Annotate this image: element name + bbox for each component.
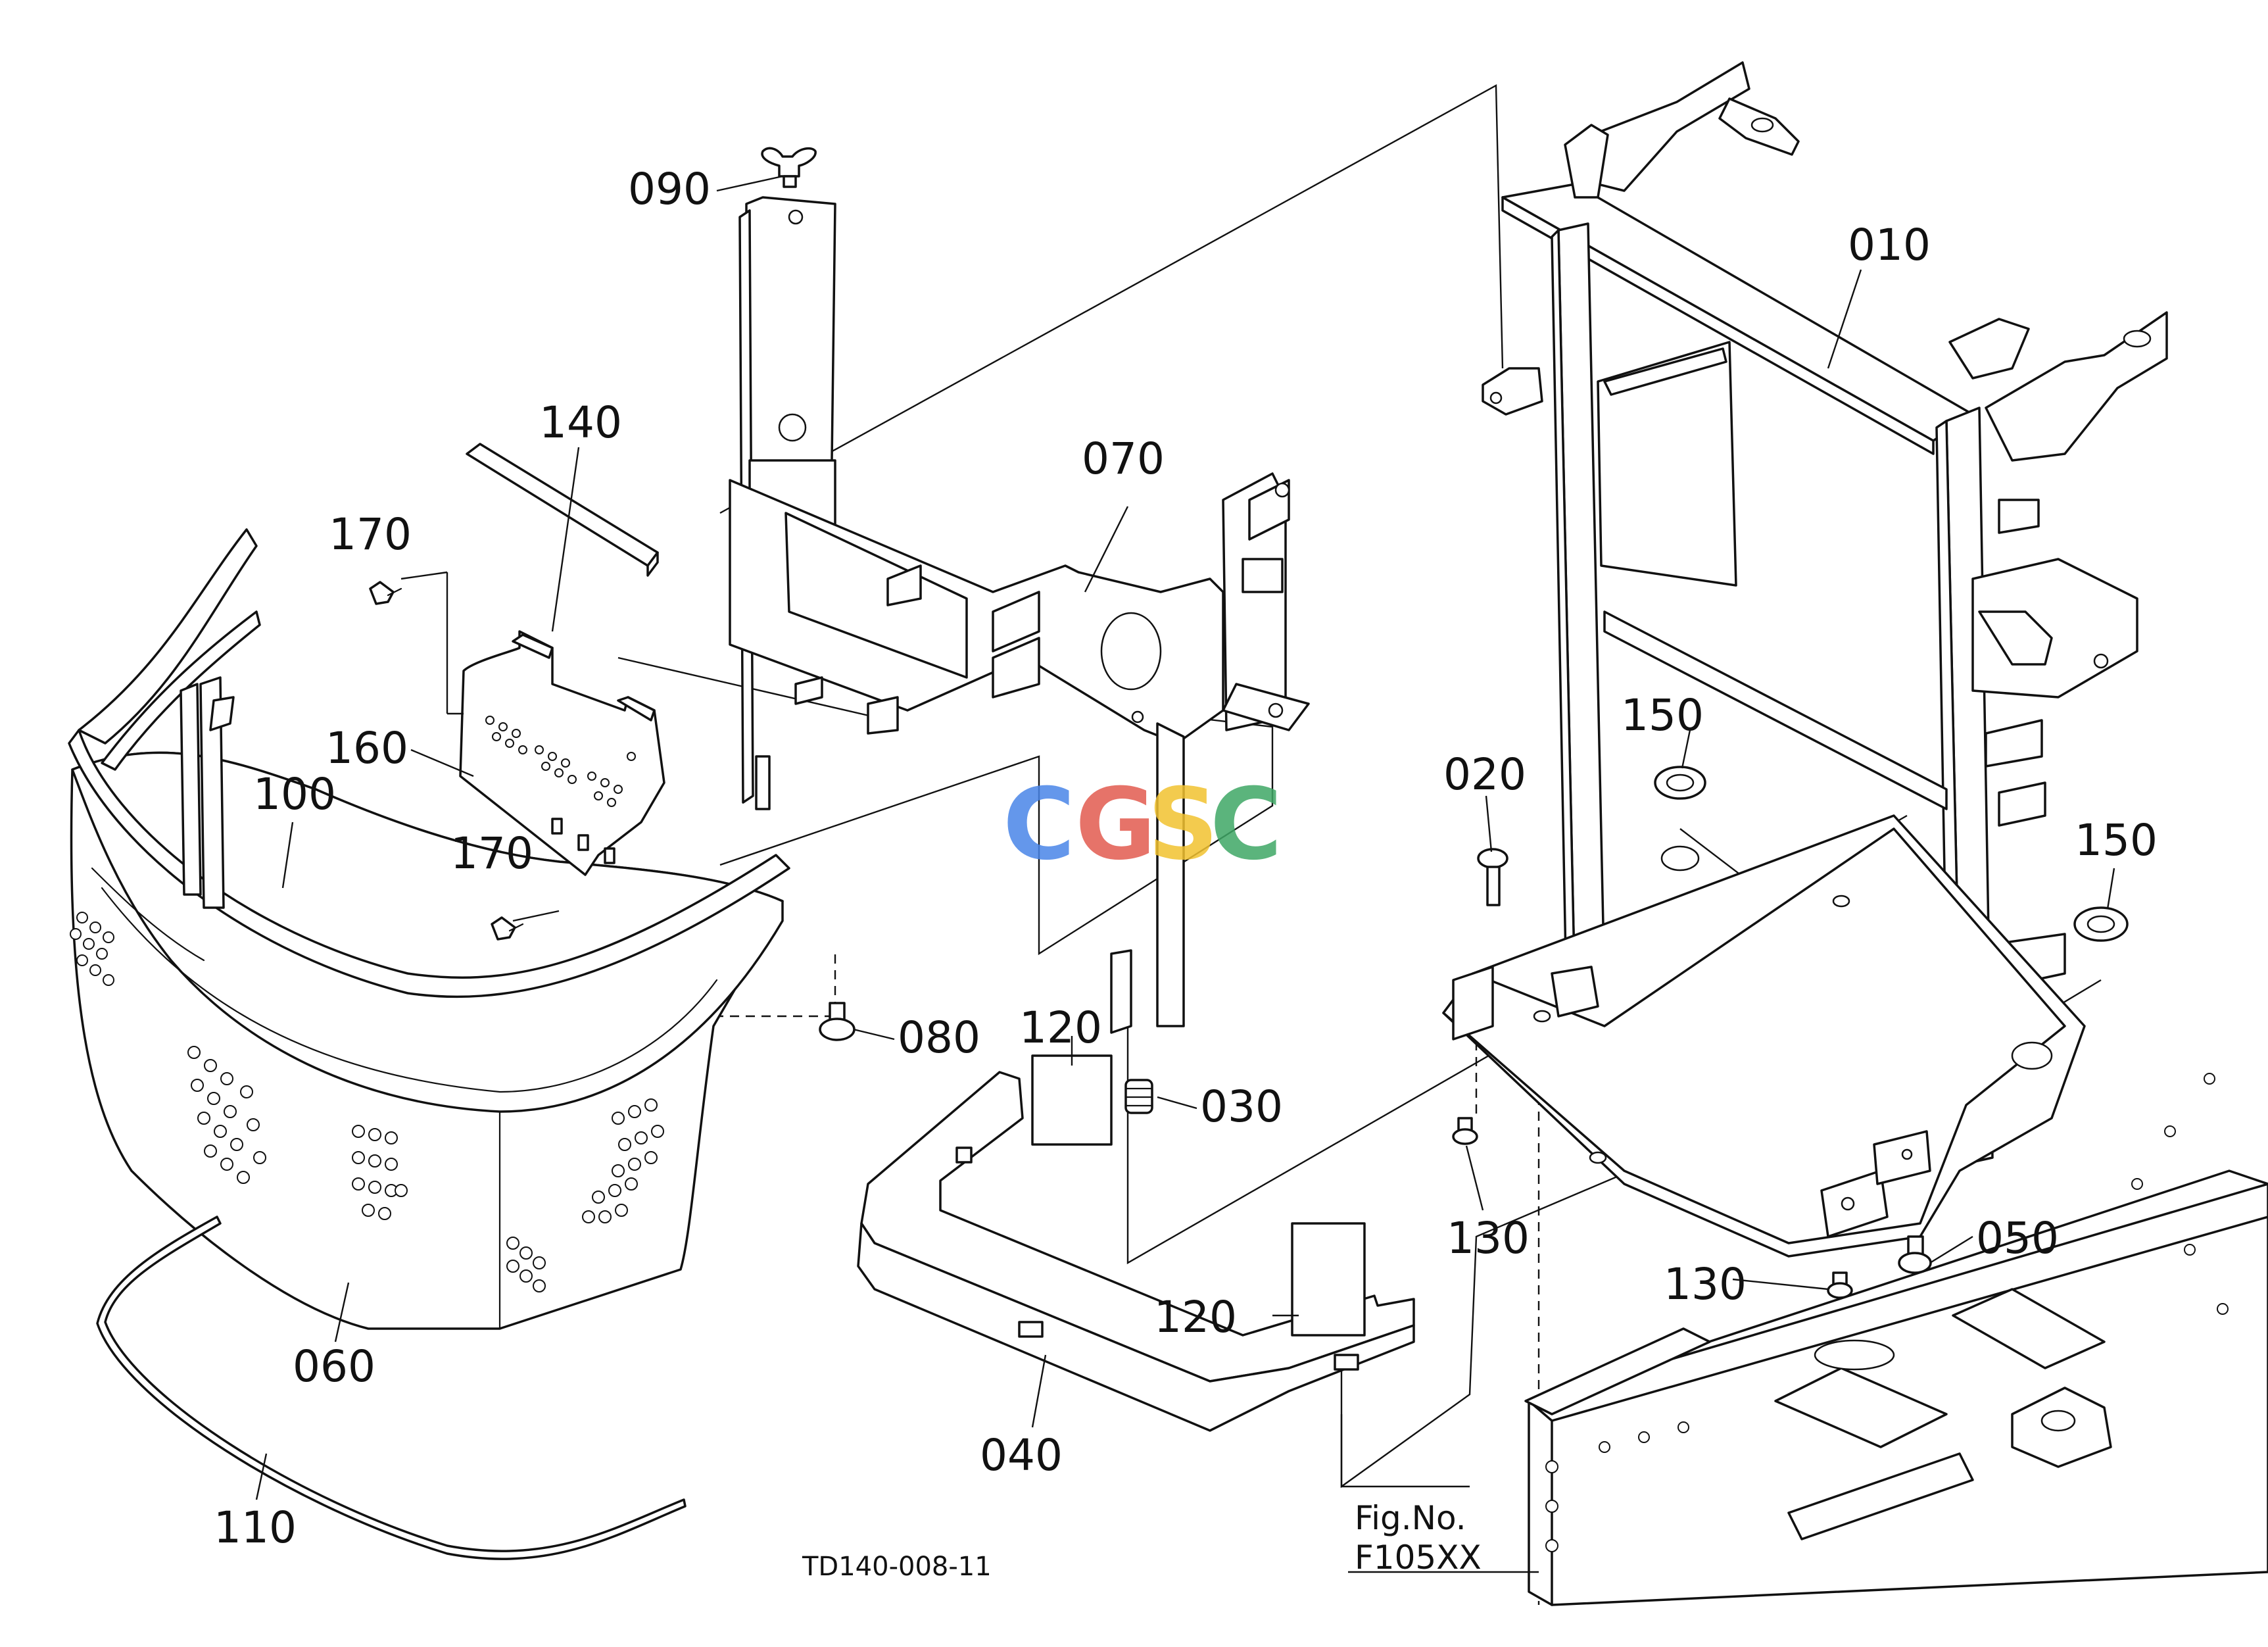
label-040: 040 — [980, 1430, 1063, 1481]
label-060: 060 — [293, 1341, 375, 1392]
lower-tray-040 — [857, 1054, 1415, 1432]
label-020: 020 — [1443, 749, 1526, 800]
watermark-letter-4: C — [1210, 768, 1282, 882]
watermark-letter-2: G — [1075, 768, 1156, 882]
part-labels: 090 010 070 140 170 160 100 170 080 120 … — [214, 164, 2158, 1553]
seal-140 — [466, 443, 659, 577]
label-030: 030 — [1200, 1081, 1283, 1132]
cover-perforations — [485, 716, 636, 807]
watermark-letter-3: S — [1147, 768, 1218, 882]
watermark-letter-1: C — [1003, 768, 1075, 882]
chassis-frame — [1524, 1073, 2268, 1606]
center-bracket-070 — [729, 196, 1310, 1034]
label-090: 090 — [628, 164, 711, 214]
label-150a: 150 — [1621, 690, 1704, 741]
wing-nut-090 — [761, 147, 817, 188]
drawing-code: TD140-008-11 — [802, 1552, 992, 1582]
label-070: 070 — [1082, 433, 1165, 484]
spring-030 — [1124, 1079, 1153, 1114]
label-050: 050 — [1976, 1213, 2059, 1264]
label-170a: 170 — [329, 509, 412, 560]
label-010: 010 — [1848, 220, 1931, 270]
bolt-050 — [1898, 1235, 1932, 1274]
grommet-150a — [1654, 766, 1706, 800]
label-150b: 150 — [2075, 815, 2158, 866]
label-080: 080 — [898, 1012, 980, 1063]
label-120a: 120 — [1019, 1002, 1102, 1053]
bolt-170b — [491, 916, 524, 941]
bolt-080 — [819, 1002, 856, 1041]
watermark-logo: C G S C — [1003, 768, 1282, 882]
bolt-020 — [1477, 848, 1508, 906]
spacer-130b — [1827, 1271, 1853, 1299]
cover-160 — [459, 630, 665, 876]
label-100: 100 — [253, 769, 336, 820]
label-110: 110 — [214, 1502, 297, 1553]
grommet-150b — [2073, 906, 2129, 942]
label-130b: 130 — [1664, 1259, 1747, 1310]
seal-strip-110 — [96, 1216, 687, 1560]
label-120b: 120 — [1154, 1292, 1237, 1342]
front-grille-060 — [70, 751, 784, 1330]
fig-ref-line1: Fig.No. — [1355, 1499, 1466, 1537]
label-140: 140 — [539, 397, 622, 448]
label-130a: 130 — [1447, 1213, 1530, 1264]
fig-ref-line2: F105XX — [1355, 1538, 1482, 1577]
label-170b: 170 — [450, 828, 533, 879]
spacer-130a — [1452, 1117, 1478, 1145]
main-frame-010 — [1442, 61, 2168, 1258]
upper-trim-100 — [68, 528, 790, 998]
grille-perforations — [70, 912, 664, 1292]
leader-lines — [255, 175, 2115, 1573]
label-160: 160 — [326, 723, 408, 774]
bolt-170a — [369, 581, 402, 605]
